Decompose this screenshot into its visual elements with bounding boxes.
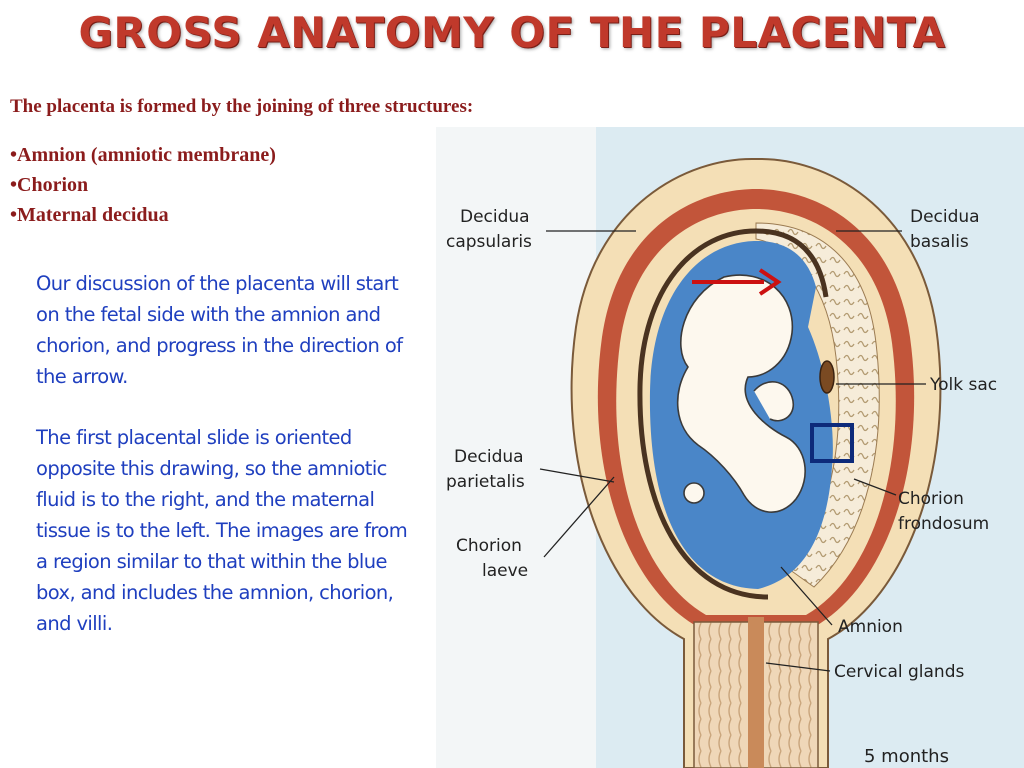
svg-text:Decidua: Decidua [910,207,980,227]
slide-title: GROSS ANATOMY OF THE PLACENTA [78,8,946,57]
svg-text:frondosum: frondosum [898,514,989,534]
svg-text:Chorion: Chorion [898,489,964,509]
svg-text:Chorion: Chorion [456,536,522,556]
orientation-paragraph: The first placental slide is oriented op… [36,426,408,635]
yolk-sac [819,360,835,394]
region-box [810,423,854,463]
diagram-caption: 5 months [864,746,949,767]
svg-text:Decidua: Decidua [454,447,524,467]
placenta-diagram: Decidua capsularis Decidua basalis Yolk … [436,127,1024,768]
label-chorion-laeve: Chorion laeve [456,536,528,581]
chorion-frondosum [755,222,880,588]
direction-arrow [692,268,782,296]
svg-text:basalis: basalis [910,232,969,252]
leader-lines [539,230,926,672]
structures-list: •Amnion (amniotic membrane) •Chorion •Ma… [10,140,276,230]
list-item: •Maternal decidua [10,204,169,226]
intro-text: The placenta is formed by the joining of… [10,96,474,117]
svg-text:parietalis: parietalis [446,472,525,492]
fetus-illustration [676,274,806,513]
label-decidua-parietalis: Decidua parietalis [446,447,525,492]
svg-text:laeve: laeve [482,561,528,581]
label-amnion: Amnion [838,617,903,637]
label-yolk-sac: Yolk sac [929,375,997,395]
svg-text:capsularis: capsularis [446,232,532,252]
label-chorion-frondosum: Chorion frondosum [898,489,989,534]
label-cervical-glands: Cervical glands [834,662,964,682]
chorion-line [637,228,829,600]
cervical-lumen [748,617,764,768]
label-decidua-capsularis: Decidua capsularis [446,207,532,252]
label-decidua-basalis: Decidua basalis [910,207,980,252]
list-item: •Chorion [10,174,89,196]
svg-text:Decidua: Decidua [460,207,530,227]
discussion-paragraph: Our discussion of the placenta will star… [36,272,403,388]
list-item: •Amnion (amniotic membrane) [10,144,276,166]
